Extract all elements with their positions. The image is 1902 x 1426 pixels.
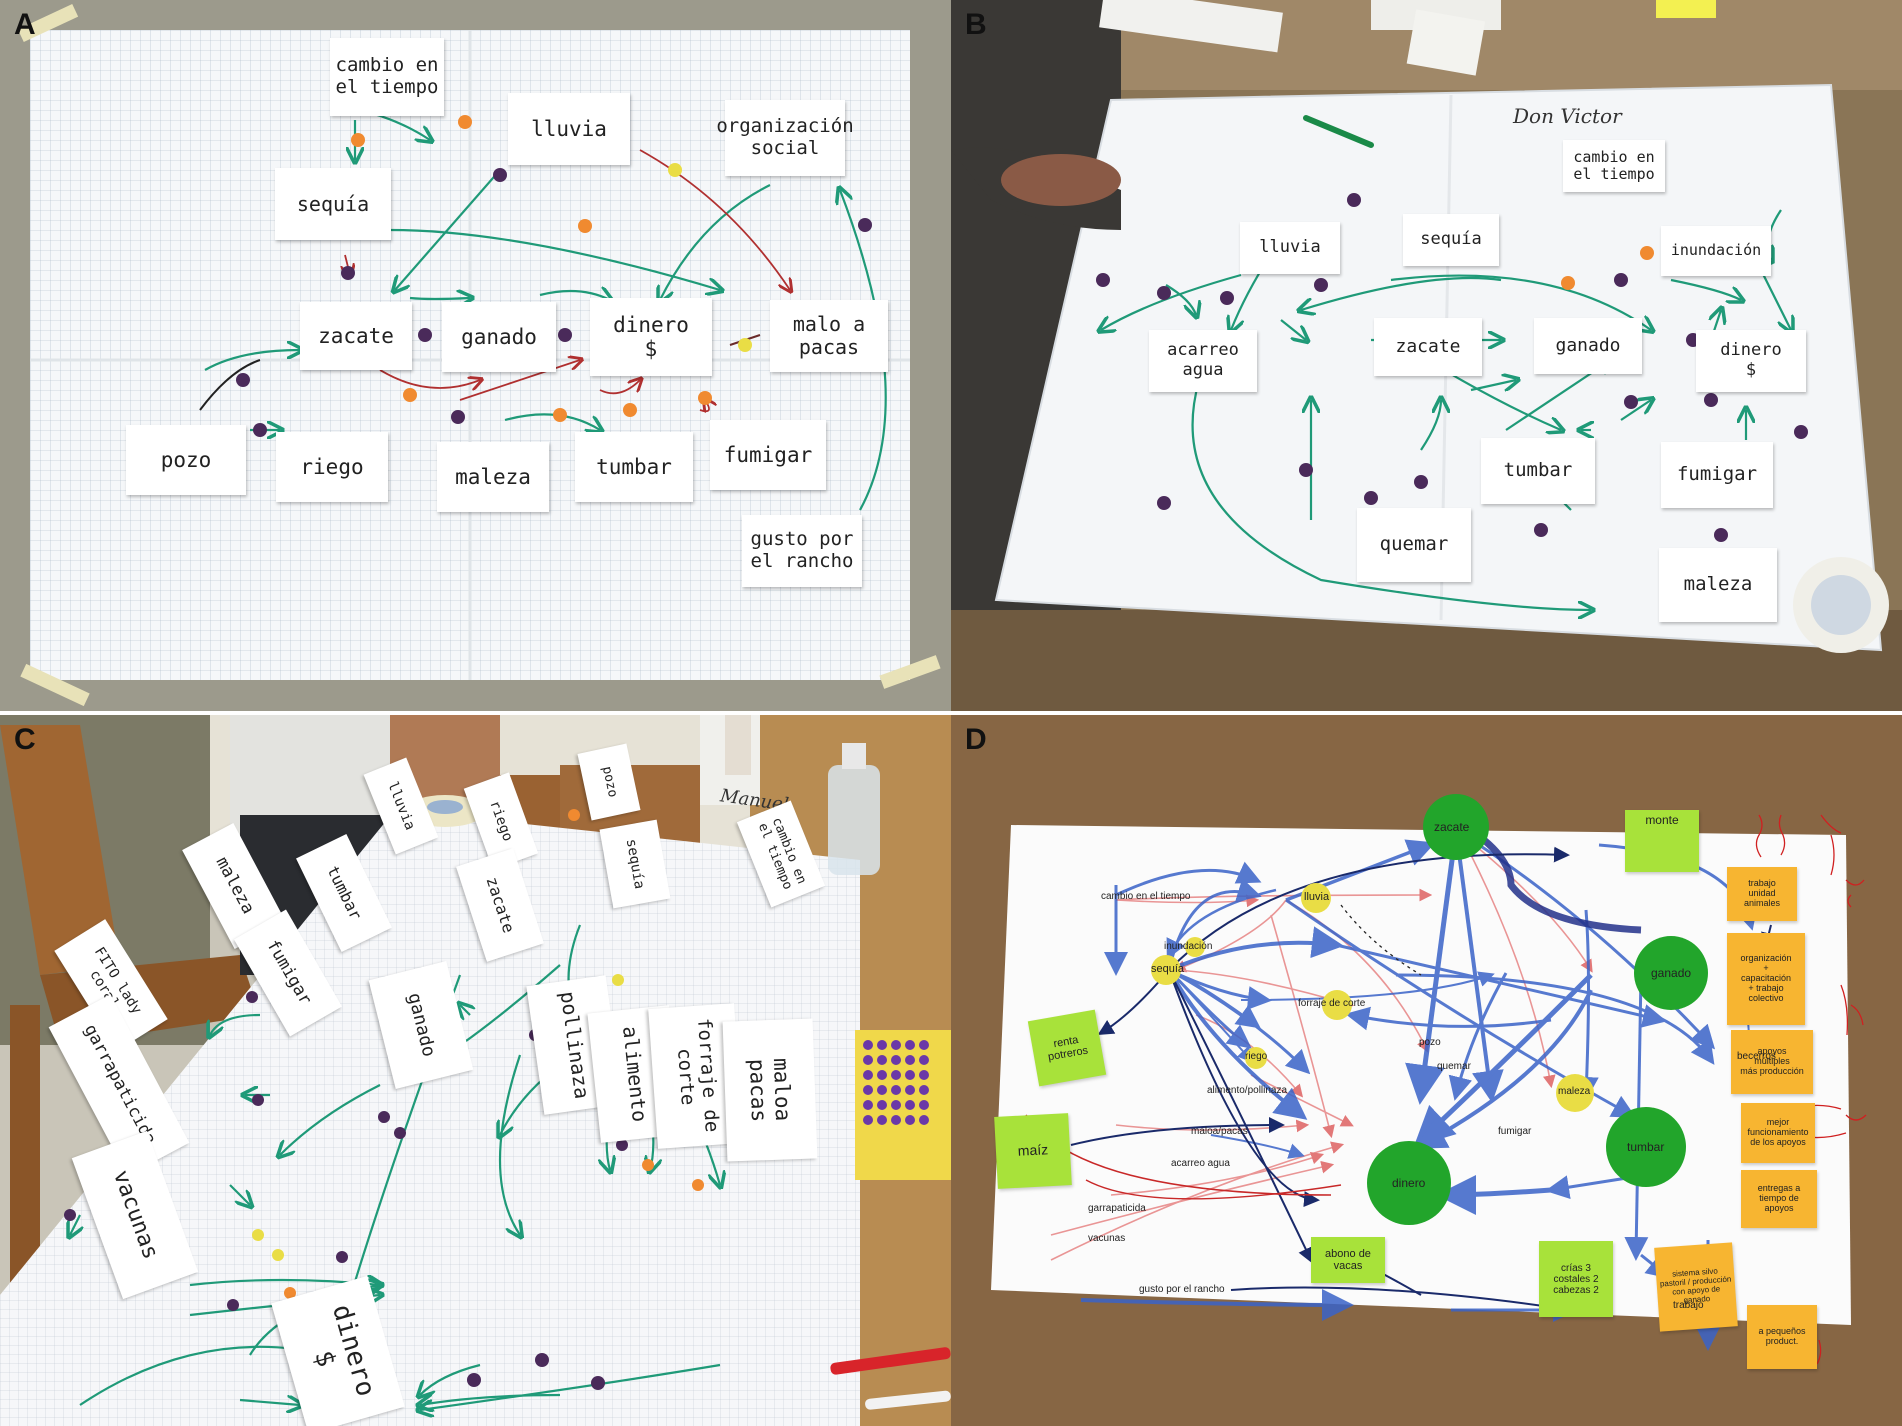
label-becerros: becerros — [1737, 1051, 1776, 1062]
label-cambio-en-el-tiempo: cambio en el tiempo — [1101, 891, 1191, 902]
orange-note-7: a pequeños product. — [1747, 1305, 1817, 1369]
node-forraje-label: forraje de corte — [1298, 998, 1366, 1009]
node-maleza-label: maleza — [1558, 1086, 1591, 1097]
node-zacate-label: zacate — [1434, 820, 1470, 834]
card-sequia: sequía — [1403, 214, 1499, 266]
card-cambio-en-el-tiempo: cambio en el tiempo — [1563, 140, 1665, 192]
label-maloa-pacas: maloa/pacas — [1191, 1126, 1248, 1137]
card-pozo: pozo — [126, 425, 246, 495]
card-sequia: sequía — [275, 168, 391, 240]
label-vacunas: vacunas — [1088, 1233, 1126, 1244]
node-riego-label: riego — [1245, 1051, 1268, 1062]
label-alimento-pollinaza: alimento/pollinaza — [1207, 1085, 1288, 1096]
orange-note-5: entregas a tiempo de apoyos — [1741, 1170, 1817, 1228]
orange-note-4: mejor funcionamiento de los apoyos — [1741, 1103, 1815, 1163]
card-zacate: zacate — [1374, 318, 1482, 376]
orange-note-1: trabajo unidad animales — [1727, 867, 1797, 921]
note-maiz: maíz — [994, 1113, 1072, 1189]
card-ganado: ganado — [442, 302, 556, 372]
orange-note-2: organización + capacitación + trabajo co… — [1727, 933, 1805, 1025]
card-acarreo-agua: acarreo agua — [1149, 330, 1257, 392]
card-tumbar: tumbar — [1481, 438, 1595, 504]
card-fumigar: fumigar — [710, 420, 826, 490]
label-garrapaticida: garrapaticida — [1088, 1203, 1146, 1214]
node-inundacion-label: inundación — [1164, 941, 1213, 952]
card-quemar: quemar — [1357, 508, 1471, 582]
label-trabajo: trabajo — [1673, 1300, 1704, 1311]
label-fumigar: fumigar — [1498, 1126, 1532, 1137]
label-quemar: quemar — [1437, 1061, 1471, 1072]
note-abono-de-vacas: abono de vacas — [1311, 1237, 1385, 1283]
label-acarreo-agua: acarreo agua — [1171, 1158, 1230, 1169]
orange-note-6: sistema silvo pastoril / producción con … — [1654, 1242, 1738, 1332]
card-maleza: maleza — [437, 442, 549, 512]
card-inundacion: inundación — [1661, 226, 1771, 276]
card-cambio-en-el-tiempo: cambio en el tiempo — [330, 38, 444, 116]
node-dinero-label: dinero — [1392, 1176, 1426, 1190]
card-lluvia: lluvia — [1240, 222, 1340, 274]
panel-b-signature: Don Victor — [1513, 104, 1622, 128]
panel-d: D zacate ganado dinero tumbar lluvia seq… — [951, 715, 1902, 1426]
panel-b: B Don Victor cambio en el tiempo lluvia … — [951, 0, 1902, 711]
panel-b-label: B — [965, 8, 987, 41]
card-dinero: dinero $ — [1696, 330, 1806, 392]
note-monte: monte — [1625, 810, 1699, 872]
card-lluvia: lluvia — [508, 93, 630, 165]
card-gusto-por-el-rancho: gusto por el rancho — [742, 515, 862, 587]
card-dinero: dinero $ — [590, 298, 712, 376]
card-maloa-pacas: maloa pacas — [722, 1018, 818, 1162]
node-tumbar-label: tumbar — [1627, 1140, 1665, 1154]
node-sequia-label: sequía — [1151, 963, 1185, 975]
panel-a-label: A — [14, 8, 36, 41]
card-maleza: maleza — [1659, 548, 1777, 622]
node-lluvia-label: lluvia — [1304, 891, 1330, 903]
card-tumbar: tumbar — [575, 432, 693, 502]
panel-d-label: D — [965, 723, 987, 756]
orange-note-3: apoyos múltiples más producción — [1731, 1030, 1813, 1094]
card-malo-a-pacas: malo a pacas — [770, 300, 888, 372]
note-renta-potreros: renta potreros — [1027, 1009, 1107, 1087]
card-ganado: ganado — [1534, 318, 1642, 374]
panel-c-label: C — [14, 723, 36, 756]
card-fumigar: fumigar — [1661, 442, 1773, 508]
label-gusto-por-el-rancho: gusto por el rancho — [1139, 1284, 1225, 1295]
node-ganado-label: ganado — [1651, 966, 1692, 980]
card-organizacion-social: organización social — [716, 100, 854, 176]
card-riego: riego — [276, 432, 388, 502]
card-zacate: zacate — [300, 302, 412, 370]
label-pozo: pozo — [1419, 1037, 1441, 1048]
panel-c: C Manuel pozo lluvia riego cambio en el … — [0, 715, 951, 1426]
note-crias: crías 3 costales 2 cabezas 2 — [1539, 1241, 1613, 1317]
panel-a: A cambio en el tiempo lluvia organizació… — [0, 0, 951, 711]
panel-d-photo — [951, 715, 1902, 1426]
